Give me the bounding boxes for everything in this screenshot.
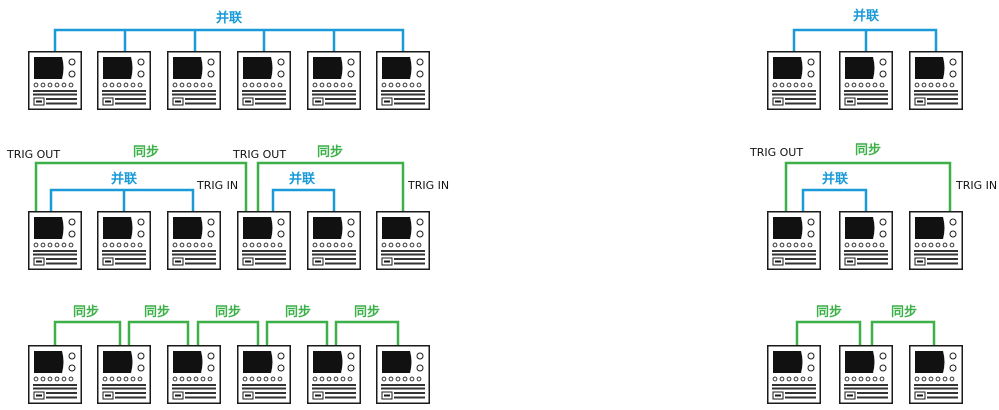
power-supply-icon xyxy=(909,345,963,404)
sync-label: 同步 xyxy=(816,304,842,320)
trig-out-label: TRIG OUT xyxy=(749,146,803,159)
power-supply-icon xyxy=(237,345,291,404)
sync-chain-left-row3 xyxy=(53,320,400,346)
trig-out-label: TRIG OUT xyxy=(232,148,286,161)
sync-label: 同步 xyxy=(855,142,881,158)
power-supply-icon xyxy=(167,345,221,404)
power-supply-icon xyxy=(307,345,361,404)
sync-wire-right-row2 xyxy=(784,161,952,212)
parallel-label: 并联 xyxy=(216,10,242,26)
power-supply-icon xyxy=(909,211,963,270)
sync-label: 同步 xyxy=(133,144,159,160)
power-supply-icon xyxy=(839,51,893,110)
power-supply-icon xyxy=(767,51,821,110)
parallel-label: 并联 xyxy=(853,8,879,24)
parallel-label: 并联 xyxy=(111,171,137,187)
parallel-wire-right-row2 xyxy=(801,188,868,212)
parallel-wire-left-row2-a xyxy=(49,188,195,212)
sync-label: 同步 xyxy=(891,304,917,320)
power-supply-icon xyxy=(237,211,291,270)
power-supply-icon xyxy=(909,51,963,110)
parallel-label: 并联 xyxy=(289,171,315,187)
power-supply-icon xyxy=(839,345,893,404)
units xyxy=(28,51,963,404)
power-supply-icon xyxy=(767,345,821,404)
power-supply-icon xyxy=(28,51,82,110)
trig-in-label: TRIG IN xyxy=(196,179,238,192)
sync-label: 同步 xyxy=(354,304,380,320)
parallel-label: 并联 xyxy=(822,171,848,187)
power-supply-icon xyxy=(376,51,430,110)
parallel-wire-right-row1 xyxy=(792,28,938,52)
power-supply-icon xyxy=(767,211,821,270)
power-supply-icon xyxy=(167,211,221,270)
sync-label: 同步 xyxy=(317,144,343,160)
sync-label: 同步 xyxy=(215,304,241,320)
sync-wire-left-row2-b xyxy=(256,161,405,212)
power-supply-icon xyxy=(376,211,430,270)
power-supply-icon xyxy=(97,345,151,404)
power-supply-icon xyxy=(97,211,151,270)
trig-out-label: TRIG OUT xyxy=(6,148,60,161)
power-supply-icon xyxy=(167,51,221,110)
power-supply-icon xyxy=(839,211,893,270)
power-supply-icon xyxy=(97,51,151,110)
power-supply-icon xyxy=(28,345,82,404)
sync-label: 同步 xyxy=(144,304,170,320)
sync-wire-left-row2-a xyxy=(34,161,248,212)
power-supply-icon xyxy=(28,211,82,270)
power-supply-icon xyxy=(307,51,361,110)
parallel-wire-left-row1 xyxy=(53,28,405,52)
power-supply-icon xyxy=(376,345,430,404)
sync-label: 同步 xyxy=(285,304,311,320)
sync-label: 同步 xyxy=(73,304,99,320)
power-supply-icon xyxy=(307,211,361,270)
trig-in-label: TRIG IN xyxy=(955,179,997,192)
sync-chain-right-row3 xyxy=(795,320,936,346)
trig-in-label: TRIG IN xyxy=(407,179,449,192)
wires xyxy=(34,28,952,346)
parallel-wire-left-row2-b xyxy=(271,188,336,212)
power-supply-icon xyxy=(237,51,291,110)
labels: 并联 并联 并联 并联 并联 同步 同步 同步 同步 同步 同步 同步 同步 同… xyxy=(6,8,997,320)
